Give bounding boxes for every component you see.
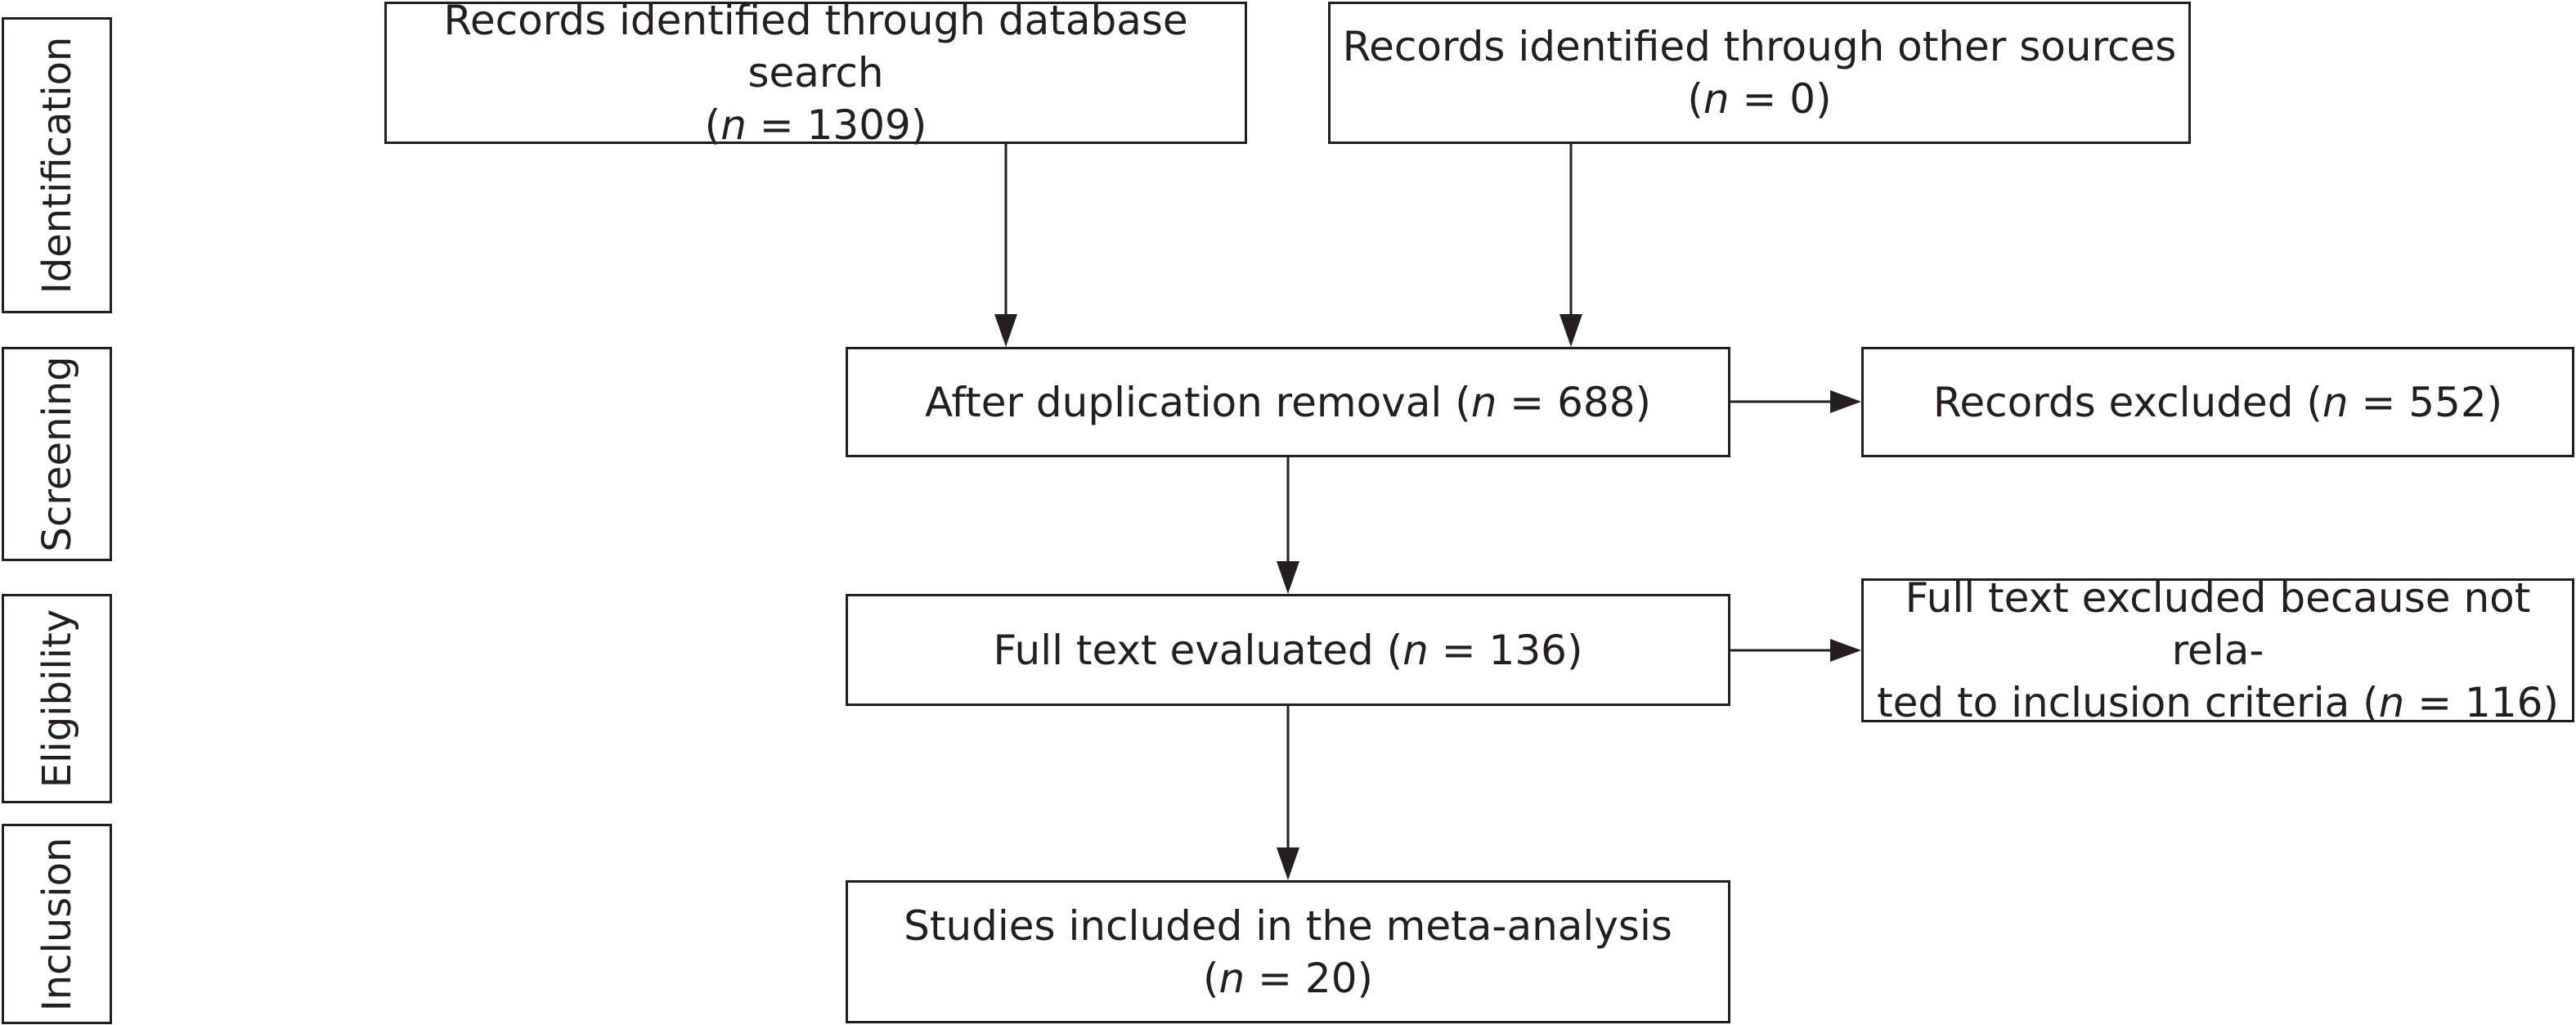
arrowhead-other-to-dedup xyxy=(1560,314,1582,347)
other-sources-count: (n = 0) xyxy=(1687,75,1832,123)
full-text-evaluated-text: Full text evaluated (n = 136) xyxy=(993,626,1583,674)
box-full-text-excluded: Full text excluded because not rela- ted… xyxy=(1861,574,2574,726)
studies-included-title: Studies included in the meta-analysis xyxy=(904,901,1672,950)
database-search-title: Records identified through database sear… xyxy=(443,0,1188,97)
other-sources-title: Records identified through other sources xyxy=(1342,23,2177,70)
stage-inclusion: Inclusion xyxy=(2,824,112,1024)
records-excluded-text: Records excluded (n = 552) xyxy=(1932,378,2503,426)
full-text-excluded-line2: ted to inclusion criteria (n = 116) xyxy=(1877,679,2559,726)
box-records-excluded: Records excluded (n = 552) xyxy=(1861,347,2574,457)
box-full-text-evaluated: Full text evaluated (n = 136) xyxy=(846,594,1730,706)
arrowhead-fulltext-to-excluded xyxy=(1830,639,1861,662)
arrowhead-database-to-dedup xyxy=(994,314,1017,347)
arrowhead-dedup-to-fulltext xyxy=(1277,561,1299,594)
box-after-duplication-removal: After duplication removal (n = 688) xyxy=(846,347,1730,457)
stage-eligibility: Eligibility xyxy=(2,594,112,803)
box-other-sources: Records identified through other sources… xyxy=(1328,2,2191,144)
studies-included-count: (n = 20) xyxy=(1202,954,1374,1002)
arrowhead-dedup-to-excluded xyxy=(1830,390,1861,413)
arrowhead-fulltext-to-included xyxy=(1277,847,1299,880)
full-text-excluded-line1: Full text excluded because not rela- xyxy=(1905,574,2531,674)
box-studies-included: Studies included in the meta-analysis (n… xyxy=(846,880,1730,1023)
stage-identification: Identification xyxy=(2,17,112,313)
after-dedup-text: After duplication removal (n = 688) xyxy=(924,378,1652,426)
box-database-search: Records identified through database sear… xyxy=(384,0,1247,149)
stage-screening: Screening xyxy=(2,347,112,561)
database-search-count: (n = 1309) xyxy=(704,101,927,149)
